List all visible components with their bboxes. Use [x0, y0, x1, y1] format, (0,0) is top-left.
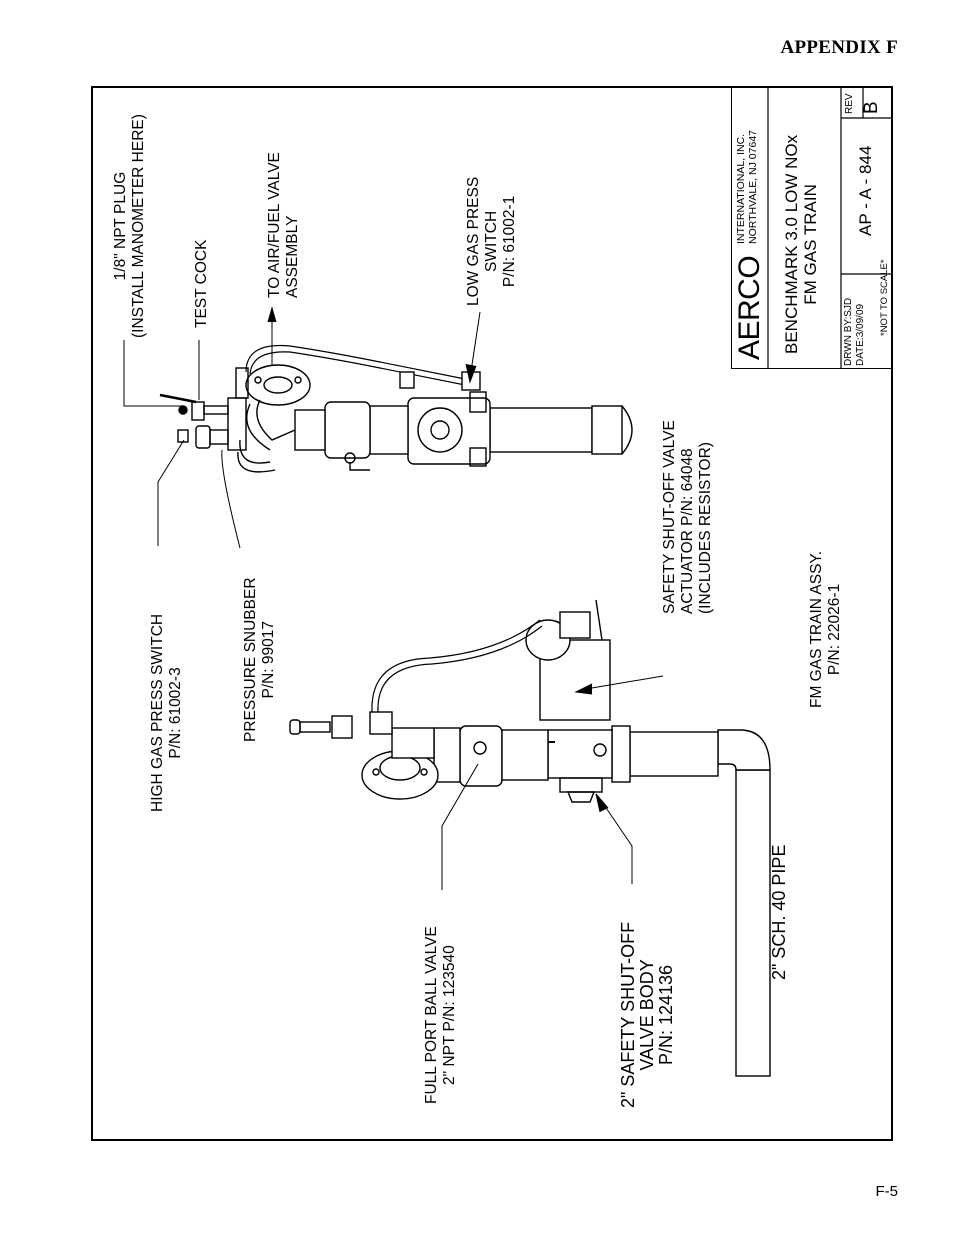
drawn-by-date: DRWN BY:SJD DATE:3/09/09: [843, 297, 866, 366]
callout-low-gas-switch: LOW GAS PRESS SWITCH P/N: 61002-1: [465, 176, 518, 306]
callout-test-cock: TEST COCK: [193, 239, 210, 328]
drawing-title: BENCHMARK 3.0 LOW NOx FM GAS TRAIN: [782, 134, 820, 354]
title-block-lines: [767, 86, 893, 369]
callout-ssov-actuator: SAFETY SHUT-OFF VALVE ACTUATOR P/N: 6404…: [661, 420, 714, 614]
callout-to-air-fuel-valve: TO AIR/FUEL VALVE ASSEMBLY: [266, 152, 301, 298]
company-address: INTERNATIONAL, INC. NORTHVALE, NJ 07647: [735, 130, 759, 244]
drawing-frame: [91, 86, 893, 1141]
scale-note: *NOT TO SCALE*: [879, 259, 890, 336]
callout-high-gas-switch: HIGH GAS PRESS SWITCH P/N: 61002-3: [149, 613, 184, 812]
company-logo: AERCO: [733, 255, 766, 360]
callout-full-port-ball-valve: FULL PORT BALL VALVE 2" NPT P/N: 123540: [423, 926, 458, 1104]
leader-lines: [123, 306, 664, 890]
callout-ssov-body: 2" SAFETY SHUT-OFF VALVE BODY P/N: 12413…: [618, 921, 676, 1108]
rev-value: B: [861, 101, 882, 114]
title-block: [731, 86, 893, 369]
page-number: F-5: [875, 1183, 899, 1200]
lower-gas-train: [289, 599, 771, 1077]
callout-fm-gas-train-assy: FM GAS TRAIN ASSY. P/N: 22026-1: [808, 550, 843, 708]
rev-label: REV: [844, 93, 855, 114]
callout-npt-plug: 1/8" NPT PLUG (INSTALL MANOMETER HERE): [112, 114, 147, 338]
callout-sch40-pipe: 2" SCH. 40 PIPE: [769, 844, 789, 980]
appendix-heading: APPENDIX F: [780, 37, 898, 58]
callout-pressure-snubber: PRESSURE SNUBBER P/N: 99017: [242, 577, 277, 742]
upper-gas-train: [159, 344, 633, 473]
drawing-number: AP - A - 844: [856, 145, 875, 236]
